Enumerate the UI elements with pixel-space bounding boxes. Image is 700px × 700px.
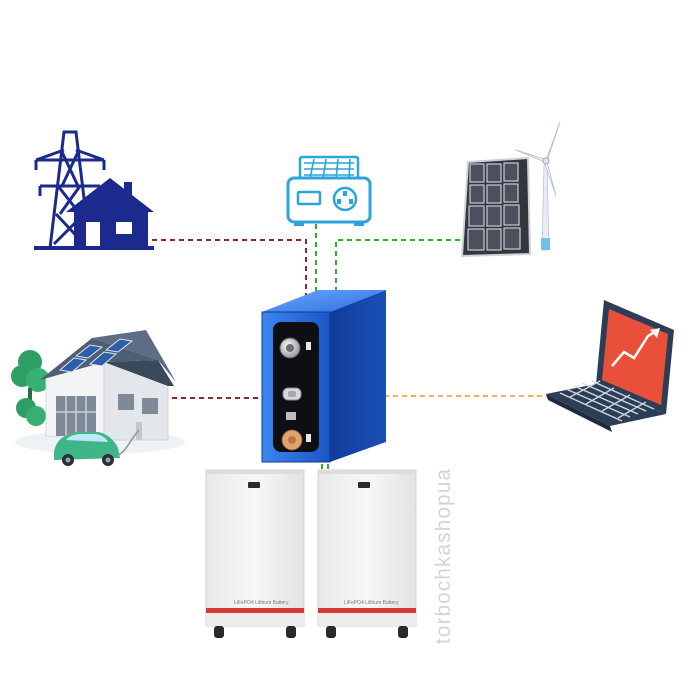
cabinet-label-right: LiFePO4 Lithium Battery bbox=[344, 600, 399, 606]
solar-connection-line bbox=[335, 239, 460, 300]
smart-home-icon bbox=[11, 330, 185, 466]
laptop-icon bbox=[546, 300, 674, 432]
grid-connection-line bbox=[152, 239, 307, 305]
solar-wind-icon bbox=[460, 121, 561, 258]
watermark: torbochkashopua bbox=[432, 467, 455, 645]
battery-cell bbox=[261, 290, 386, 463]
cabinet-label-left: LiFePO4 Lithium Battery bbox=[234, 600, 289, 606]
battery-cabinet-left bbox=[205, 469, 305, 638]
grid-pylon-house-icon bbox=[34, 130, 154, 250]
inverter-icon bbox=[286, 155, 372, 226]
battery-cabinet-right bbox=[317, 469, 417, 638]
